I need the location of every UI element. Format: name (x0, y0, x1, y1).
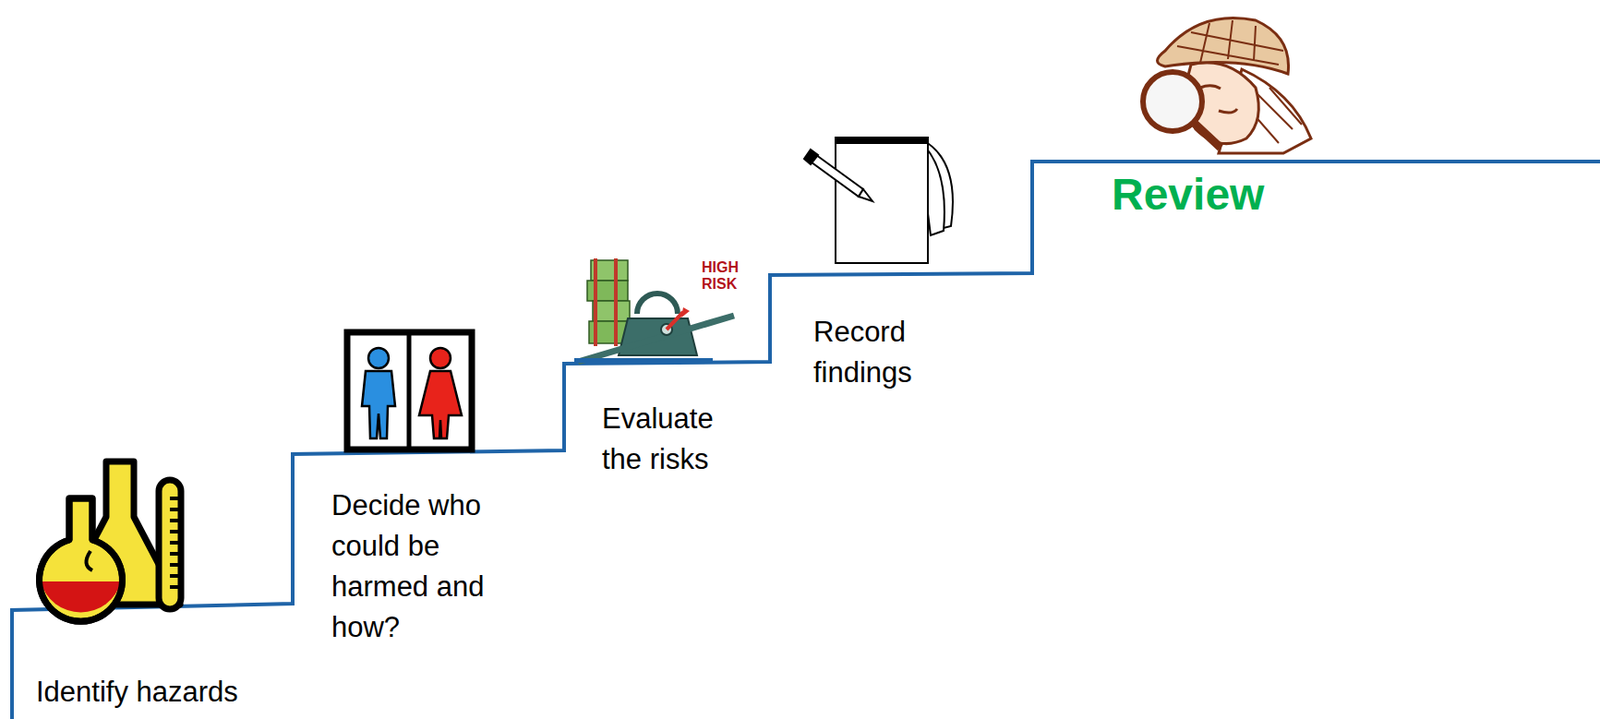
tube-graduations (169, 498, 181, 588)
notepad-icon (804, 137, 953, 264)
step-title: Review (1111, 168, 1352, 221)
detective-icon (1142, 17, 1312, 154)
risk-tag: HIGH RISK (701, 259, 745, 293)
step-label: Identify hazards (36, 672, 332, 713)
step-label: Decide who could be harmed and how? (331, 485, 512, 649)
people-icon (347, 332, 472, 450)
flask-icon (39, 461, 182, 622)
step-label: Evaluate the risks (601, 398, 741, 481)
step-label: Record findings (813, 312, 962, 394)
staircase-line (12, 161, 1600, 719)
